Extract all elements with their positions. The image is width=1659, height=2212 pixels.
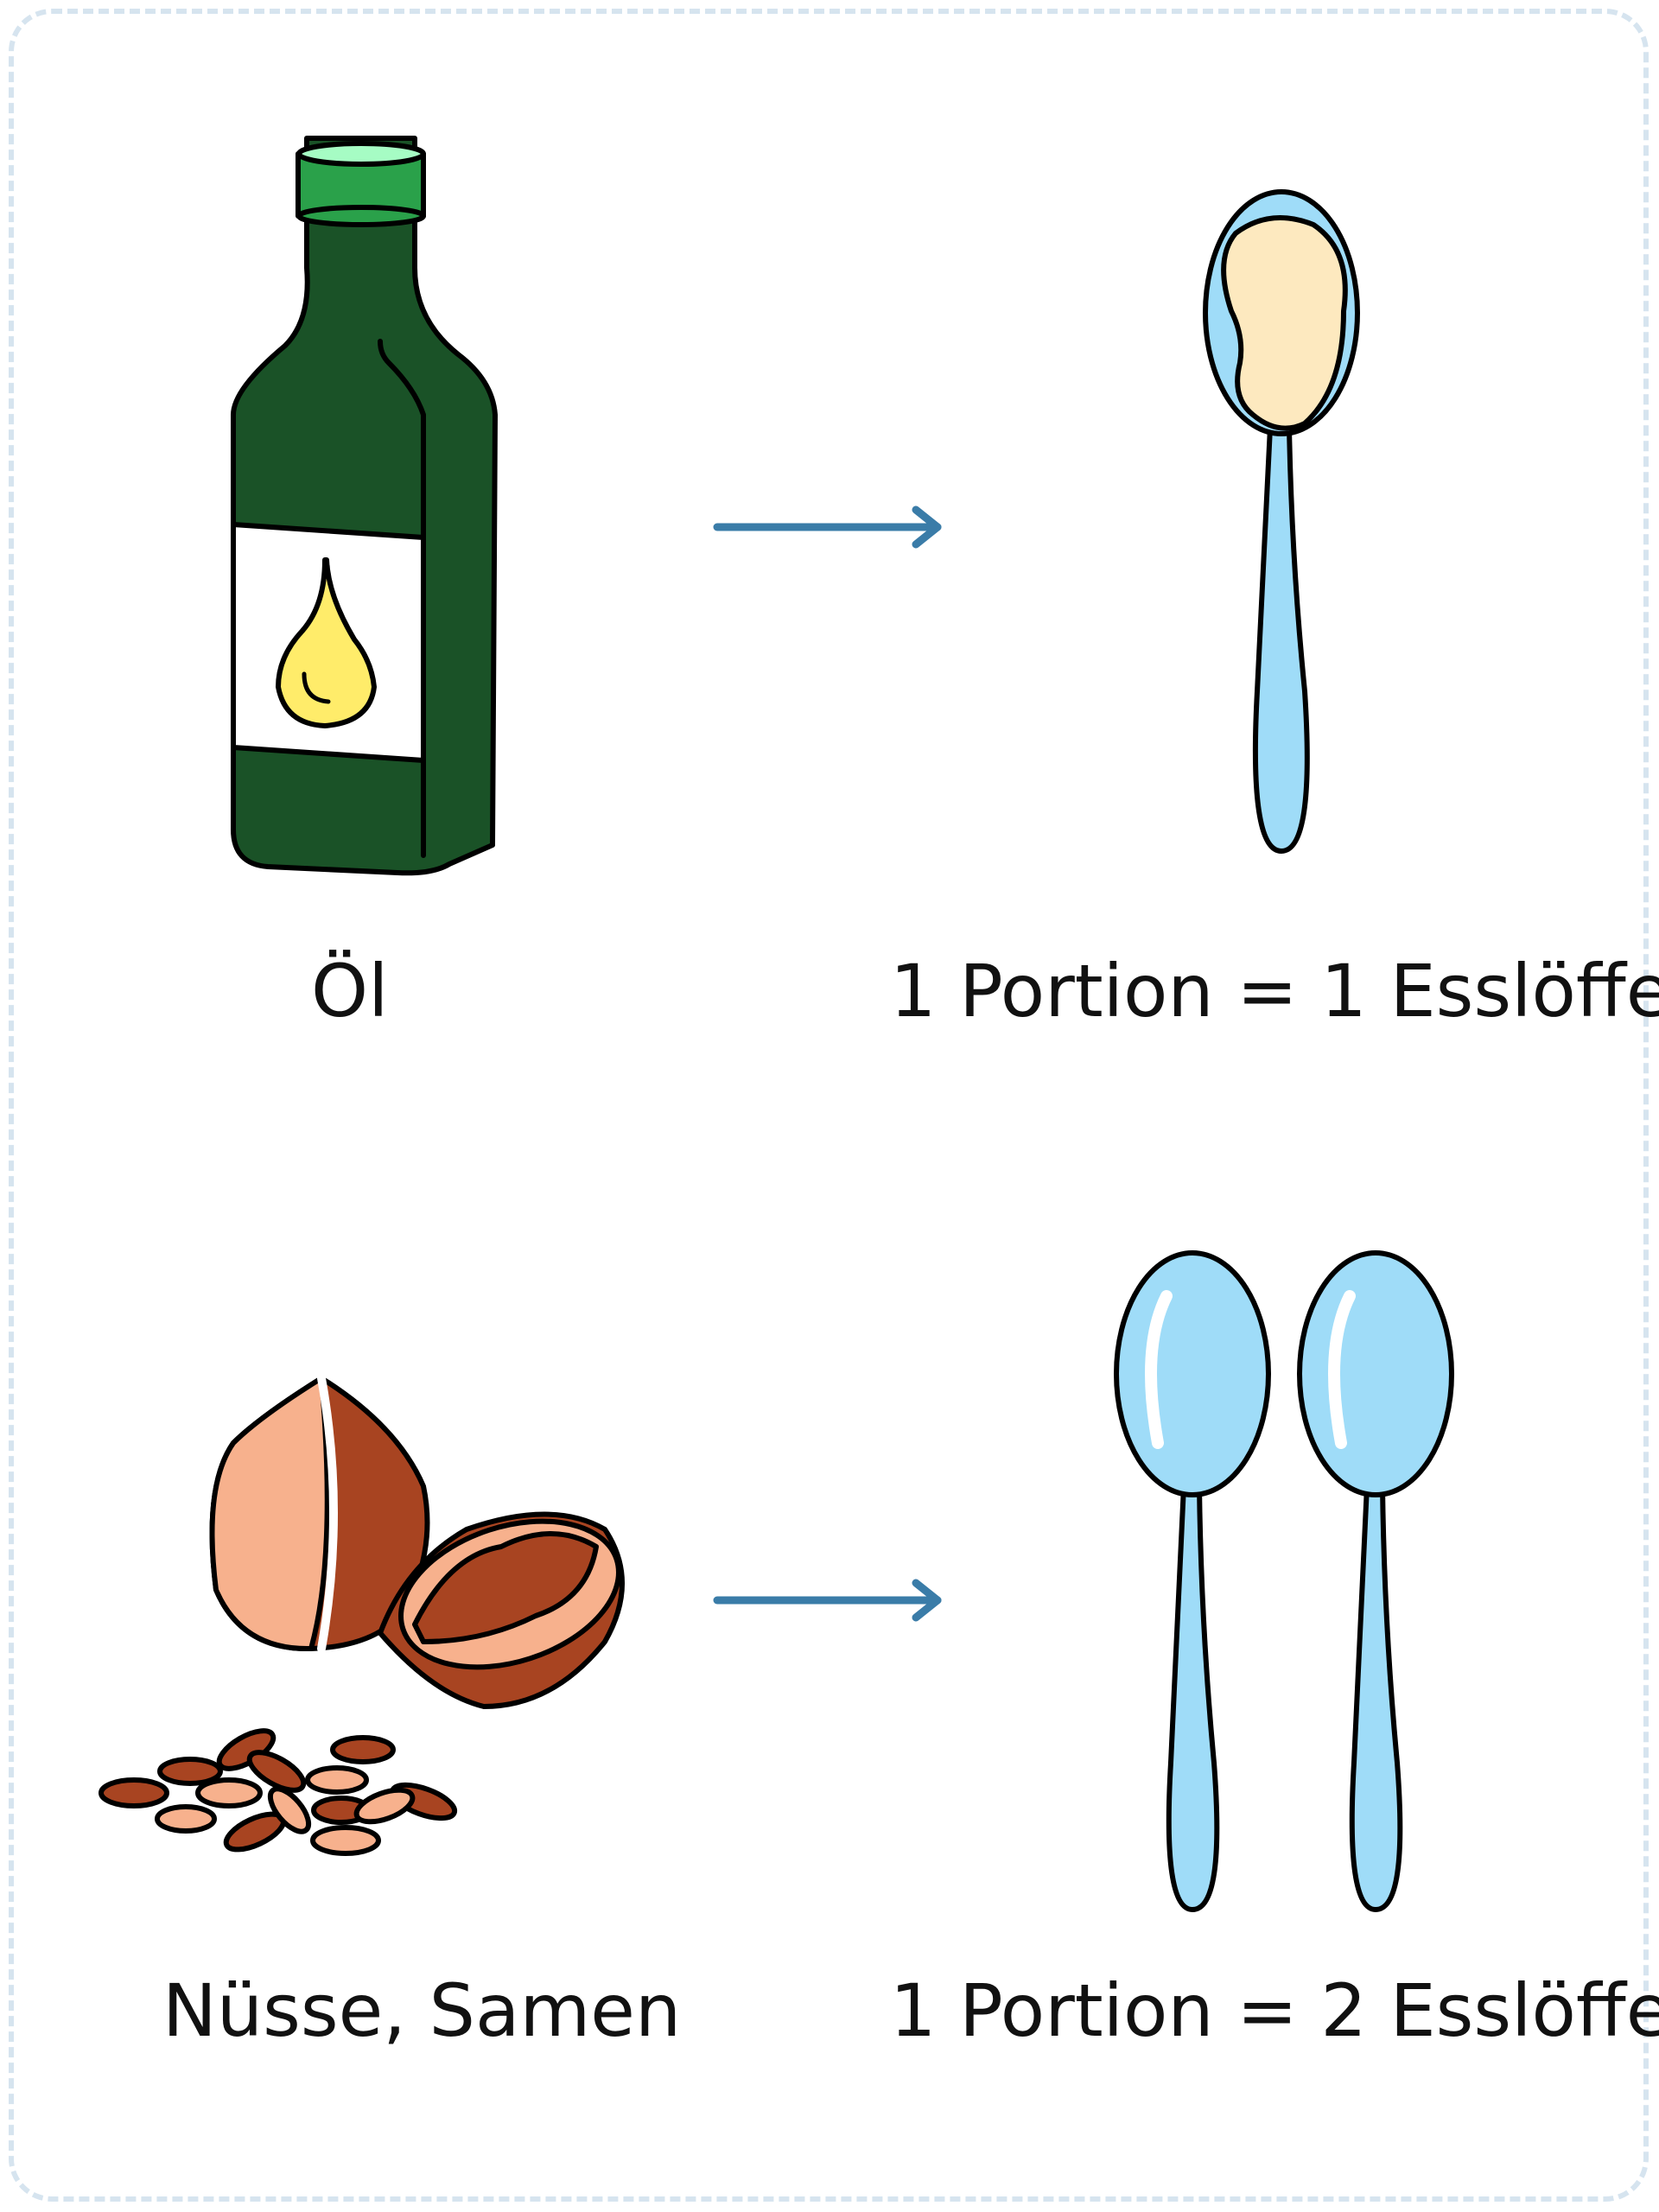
spoon-icon bbox=[1203, 189, 1360, 854]
arrow-icon bbox=[713, 1579, 942, 1622]
item-label-oil: Öl bbox=[311, 949, 389, 1033]
nuts-seeds-icon bbox=[99, 1374, 625, 1856]
item-label-nuts: Nüsse, Samen bbox=[162, 1968, 682, 2053]
portion-label-nuts: 1 Portion = 2 Esslöffel bbox=[890, 1968, 1659, 2053]
oil-bottle-icon bbox=[231, 136, 498, 876]
portion-label-oil: 1 Portion = 1 Esslöffel bbox=[890, 949, 1659, 1033]
arrow-icon bbox=[713, 505, 942, 549]
dashed-card-border bbox=[9, 9, 1649, 2202]
spoon-icon bbox=[1297, 1250, 1454, 1912]
spoon-icon bbox=[1114, 1250, 1271, 1912]
